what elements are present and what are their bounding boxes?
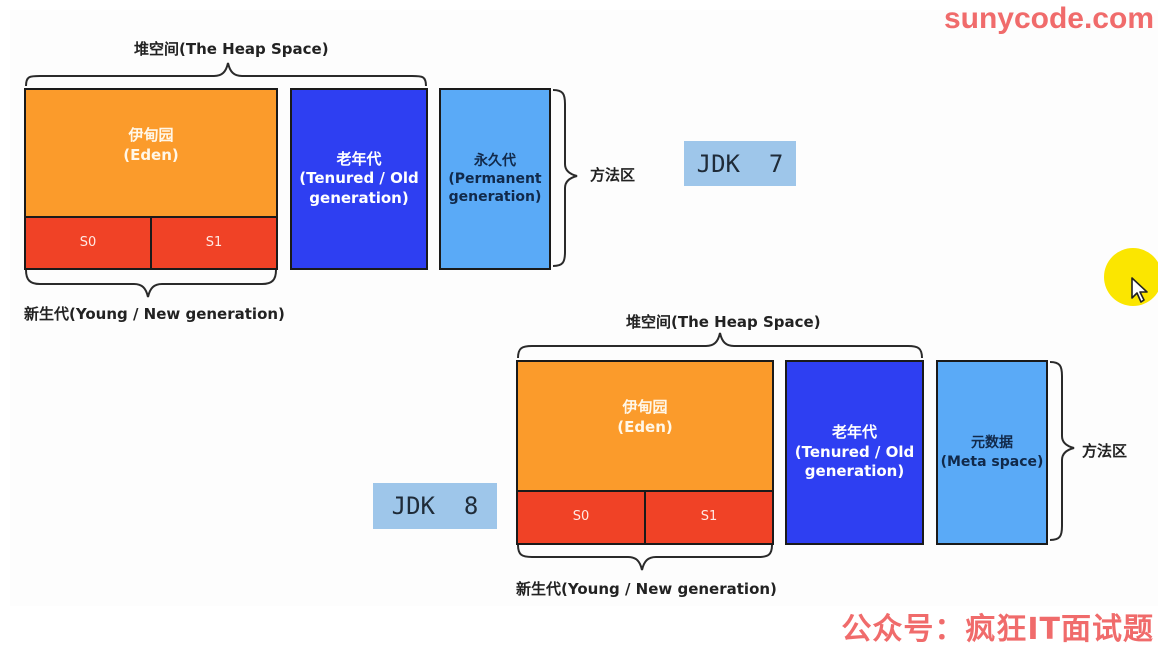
jdk8-old-en1: (Tenured / Old [794, 442, 915, 461]
jdk7-old-en2: generation) [309, 188, 409, 207]
jdk7-heap-label: 堆空间(The Heap Space) [134, 40, 329, 58]
jdk8-s1-label: S1 [700, 509, 718, 525]
jdk8-metaspace-region: 元数据 (Meta space) [936, 360, 1048, 545]
jdk8-young-brace [517, 544, 773, 571]
jdk7-s1-label: S1 [205, 234, 223, 250]
jdk7-eden-region: 伊甸园 (Eden) [24, 88, 278, 218]
jdk8-s0-label: S0 [572, 509, 590, 525]
jdk8-heap-brace [517, 332, 923, 359]
jdk8-old-gen-region: 老年代 (Tenured / Old generation) [785, 360, 924, 545]
jdk7-method-brace [552, 89, 578, 267]
jdk7-eden-en: (Eden) [123, 145, 179, 164]
jdk8-meta-en: (Meta space) [940, 453, 1044, 470]
mouse-pointer-icon [1131, 277, 1148, 303]
jdk8-meta-cn: 元数据 [971, 435, 1013, 452]
wechat-watermark: 公众号：疯狂IT面试题 [841, 612, 1154, 647]
jdk7-eden-cn: 伊甸园 [128, 126, 174, 144]
jdk7-s1-region: S1 [150, 216, 278, 270]
jdk7-young-label: 新生代(Young / New generation) [24, 305, 285, 323]
jdk7-old-en1: (Tenured / Old [299, 169, 419, 188]
jdk7-perm-gen-region: 永久代 (Permanent generation) [439, 88, 551, 270]
jdk7-s0-region: S0 [24, 216, 152, 270]
jdk8-old-en2: generation) [804, 462, 905, 481]
jdk7-old-cn: 老年代 [336, 149, 382, 168]
jdk8-heap-label: 堆空间(The Heap Space) [626, 313, 821, 331]
jdk8-s1-region: S1 [644, 490, 774, 545]
jdk8-eden-region: 伊甸园 (Eden) [516, 360, 774, 492]
jdk7-young-brace [25, 269, 277, 298]
jdk7-method-area-label: 方法区 [590, 166, 636, 184]
jdk8-badge: JDK 8 [373, 483, 497, 529]
jdk7-perm-en2: generation) [448, 189, 542, 206]
jdk8-eden-cn: 伊甸园 [622, 398, 668, 416]
jdk8-young-label: 新生代(Young / New generation) [516, 580, 777, 598]
jdk8-method-area-label: 方法区 [1082, 442, 1128, 460]
cursor-highlight-icon [1104, 248, 1158, 306]
jdk7-perm-cn: 永久代 [474, 152, 516, 169]
jdk7-s0-label: S0 [79, 234, 97, 250]
jdk8-s0-region: S0 [516, 490, 646, 545]
jdk8-eden-en: (Eden) [617, 417, 673, 436]
jdk7-badge: JDK 7 [684, 141, 796, 186]
jdk7-perm-en1: (Permanent [448, 170, 542, 187]
jdk8-method-brace [1049, 361, 1075, 541]
jdk8-old-cn: 老年代 [831, 423, 877, 442]
site-watermark: sunycode.com [943, 2, 1154, 35]
jdk7-heap-brace [25, 62, 427, 87]
jdk7-old-gen-region: 老年代 (Tenured / Old generation) [290, 88, 428, 270]
